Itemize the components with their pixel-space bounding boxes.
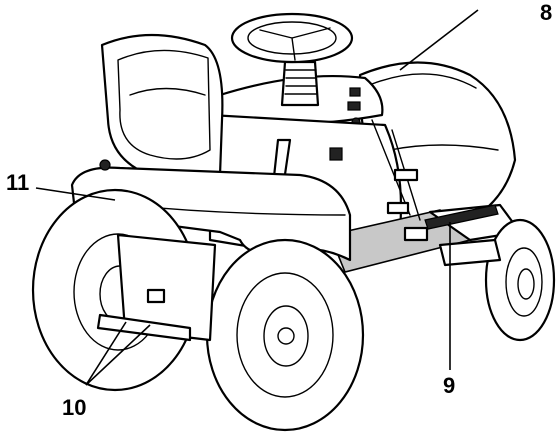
callout-11: 11: [6, 170, 29, 195]
rear-right-wheel: [205, 238, 365, 432]
part-9-bar: [424, 204, 499, 230]
callout-10: 10: [62, 395, 86, 420]
part-10-hitch-plate: [96, 233, 217, 342]
leader-lines: [35, 9, 479, 386]
steering-wheel: [230, 12, 354, 107]
callout-8: 8: [540, 0, 552, 25]
pedals: [371, 119, 429, 242]
front-axle: [438, 238, 502, 267]
front-wheel: [484, 218, 556, 342]
callout-9: 9: [443, 373, 455, 398]
